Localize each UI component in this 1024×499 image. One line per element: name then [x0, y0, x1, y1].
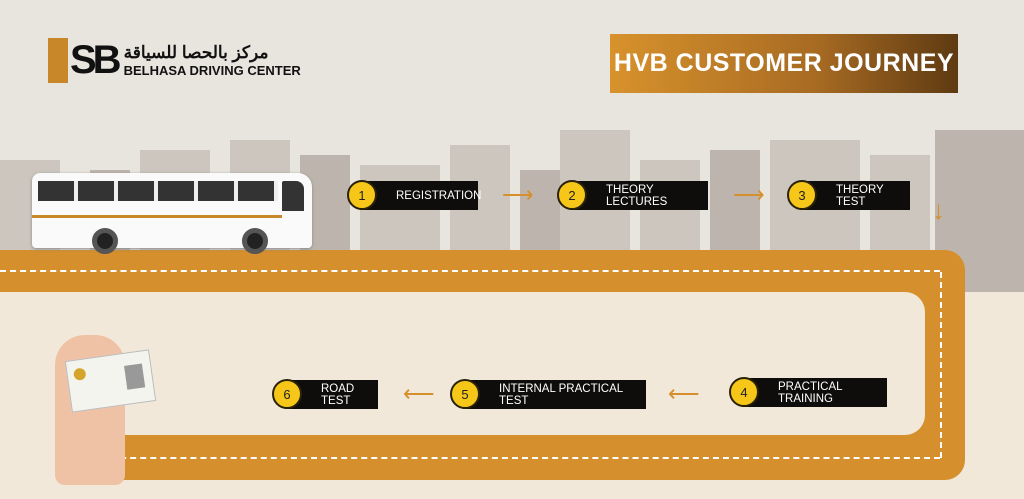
- arrow-down-icon: ↓: [932, 195, 945, 225]
- step-theory-test: 3 THEORY TEST: [787, 180, 910, 210]
- step-practical-training: 4 PRACTICAL TRAINING: [729, 377, 887, 407]
- logo-arabic: مركز بالحصا للسياقة: [123, 43, 269, 62]
- page-title: HVB CUSTOMER JOURNEY: [610, 34, 958, 93]
- step-label: PRACTICAL TRAINING: [778, 380, 843, 405]
- logo-monogram: SB: [48, 38, 122, 83]
- arrow-left-icon: ⟵: [668, 381, 700, 406]
- step-label: INTERNAL PRACTICAL TEST: [499, 382, 623, 407]
- arrow-left-icon: ⟵: [403, 381, 435, 406]
- step-road-test: 6 ROAD TEST: [272, 379, 378, 409]
- step-number-badge: 6: [272, 379, 302, 409]
- logo-name: BELHASA DRIVING CENTER: [123, 63, 301, 78]
- arrow-right-icon: ⟶: [733, 182, 765, 207]
- step-label: THEORY LECTURES: [606, 183, 668, 208]
- bus: [32, 173, 312, 254]
- step-number-badge: 4: [729, 377, 759, 407]
- logo: SB مركز بالحصا للسياقة BELHASA DRIVING C…: [48, 38, 301, 83]
- road-dashes-vertical: [940, 272, 942, 458]
- step-number-badge: 3: [787, 180, 817, 210]
- step-number-badge: 1: [347, 180, 377, 210]
- step-registration: 1 REGISTRATION: [347, 180, 482, 210]
- step-label: THEORY TEST: [836, 183, 884, 208]
- arrow-right-icon: ⟶: [502, 182, 534, 207]
- step-label: REGISTRATION: [396, 189, 482, 202]
- step-number-badge: 5: [450, 379, 480, 409]
- step-label: ROAD TEST: [321, 382, 355, 407]
- step-theory-lectures: 2 THEORY LECTURES: [557, 180, 708, 210]
- road-dashes-bottom: [100, 457, 940, 459]
- step-internal-practical-test: 5 INTERNAL PRACTICAL TEST: [450, 379, 646, 409]
- step-number-badge: 2: [557, 180, 587, 210]
- road-dashes: [0, 270, 940, 272]
- inner-area: [0, 292, 925, 435]
